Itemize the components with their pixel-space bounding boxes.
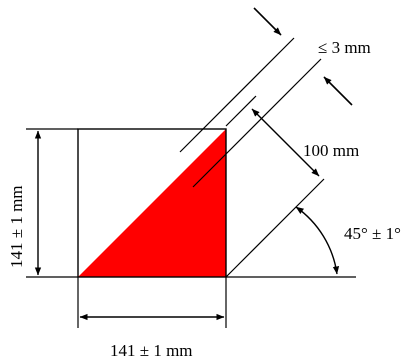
stripe-line-upper <box>179 37 295 153</box>
height-label: 141 ± 1 mm <box>7 185 26 268</box>
angle-arc <box>295 206 340 275</box>
angle-reference-line <box>225 178 325 278</box>
gap-label: ≤ 3 mm <box>318 38 371 57</box>
width-label: 141 ± 1 mm <box>110 341 193 360</box>
diagonal-distance-label: 100 mm <box>303 141 359 160</box>
gap-arrow-upper <box>253 7 282 36</box>
stripe-line-middle <box>192 58 322 188</box>
angle-label: 45° ± 1° <box>344 224 401 243</box>
red-triangle <box>78 129 226 277</box>
stripe-line-lower <box>225 95 257 127</box>
diagonal-distance-arrow <box>251 108 320 177</box>
gap-arrow-lower <box>323 76 353 106</box>
square-outline <box>77 128 227 278</box>
